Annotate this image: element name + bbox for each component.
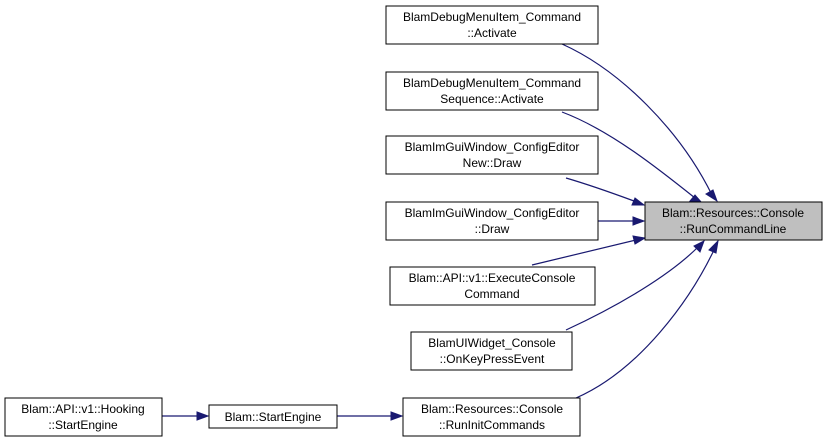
edge-ui-console-to-target	[565, 239, 705, 331]
node-label-line: Blam::API::v1::Hooking	[21, 402, 144, 416]
node-start-engine[interactable]: Blam::StartEngine	[208, 404, 338, 429]
node-label-line: BlamUIWidget_Console	[428, 336, 556, 350]
node-label-line: Command	[464, 287, 519, 301]
node-run-init[interactable]: Blam::Resources::Console ::RunInitComman…	[402, 397, 581, 437]
node-dbg-seq-activate[interactable]: BlamDebugMenuItem_Command Sequence::Acti…	[385, 71, 599, 111]
node-label-line: BlamImGuiWindow_ConfigEditor	[405, 206, 580, 220]
edge-api-exec-to-target	[531, 235, 647, 266]
node-label-line: ::OnKeyPressEvent	[440, 352, 545, 366]
node-label-line: ::RunCommandLine	[680, 222, 787, 236]
edge-hook-start-to-start-engine	[162, 411, 210, 421]
node-label-line: BlamDebugMenuItem_Command	[403, 10, 581, 24]
edge-imgui-draw-to-target	[598, 216, 646, 226]
node-label-line: ::RunInitCommands	[439, 418, 545, 432]
node-api-exec[interactable]: Blam::API::v1::ExecuteConsole Command	[389, 266, 596, 306]
node-ui-console[interactable]: BlamUIWidget_Console ::OnKeyPressEvent	[410, 331, 573, 371]
node-label-line: BlamDebugMenuItem_Command	[403, 76, 581, 90]
node-label-line: New::Draw	[463, 156, 522, 170]
node-imgui-draw[interactable]: BlamImGuiWindow_ConfigEditor ::Draw	[385, 201, 599, 241]
node-label-line: ::Activate	[467, 26, 517, 40]
edge-start-engine-to-run-init	[337, 411, 404, 421]
edge-imgui-new-draw-to-target	[565, 177, 646, 206]
edge-dbg-activate-to-target	[561, 43, 718, 203]
node-label-line: Blam::Resources::Console	[421, 402, 563, 416]
node-imgui-new-draw[interactable]: BlamImGuiWindow_ConfigEditor New::Draw	[385, 135, 599, 175]
node-target[interactable]: Blam::Resources::Console ::RunCommandLin…	[644, 201, 823, 241]
node-label-line: BlamImGuiWindow_ConfigEditor	[405, 140, 580, 154]
edge-run-init-to-target	[575, 239, 719, 399]
node-label-line: Blam::StartEngine	[225, 410, 322, 424]
node-label-line: Blam::API::v1::ExecuteConsole	[409, 271, 576, 285]
node-label-line: Blam::Resources::Console	[662, 206, 804, 220]
node-label-line: ::StartEngine	[48, 418, 118, 432]
node-dbg-activate[interactable]: BlamDebugMenuItem_Command ::Activate	[385, 5, 599, 45]
node-hook-start[interactable]: Blam::API::v1::Hooking ::StartEngine	[4, 397, 163, 437]
node-label-line: ::Draw	[475, 222, 510, 236]
node-label-line: Sequence::Activate	[440, 92, 544, 106]
